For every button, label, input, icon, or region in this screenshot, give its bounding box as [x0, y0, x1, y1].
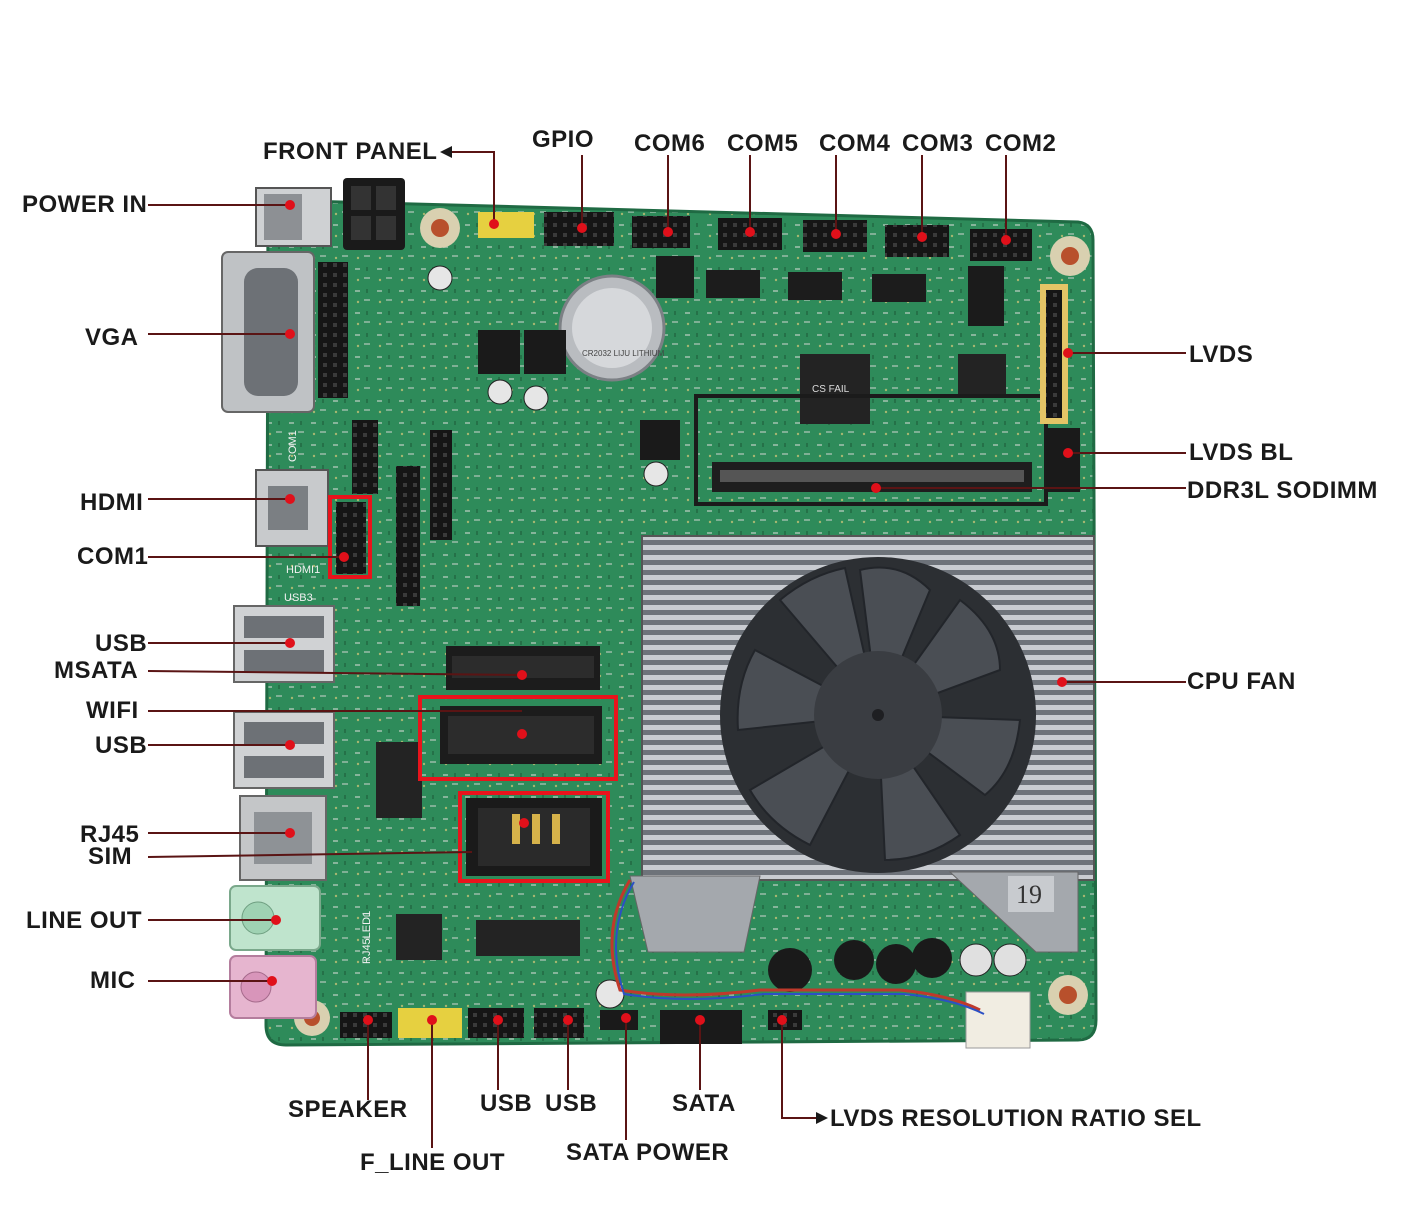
chip-marking: CS FAIL — [812, 384, 850, 395]
heatsink-number-marking: 19 — [1016, 880, 1042, 909]
label-com6: COM6 — [634, 130, 706, 157]
label-speaker: SPEAKER — [288, 1096, 408, 1123]
front-panel-arrowhead — [440, 146, 452, 158]
label-rj45: RJ45 — [80, 821, 140, 848]
label-sim: SIM — [88, 843, 133, 870]
label-mic: MIC — [90, 967, 136, 994]
label-cpu-fan: CPU FAN — [1187, 668, 1296, 695]
label-gpio: GPIO — [532, 126, 595, 153]
label-power-in: POWER IN — [22, 191, 148, 218]
io-chips — [376, 270, 1006, 960]
usb-silkscreen: USB3 — [284, 592, 313, 604]
msata-slot — [446, 646, 600, 690]
rj45-port — [239, 795, 327, 881]
label-lvds-bl: LVDS BL — [1189, 439, 1294, 466]
sim-slot — [466, 798, 602, 876]
power-jack — [255, 178, 405, 250]
left-headers — [336, 420, 452, 606]
hdmi-silkscreen: HDMI1 — [286, 564, 320, 576]
vga-port — [221, 251, 348, 413]
label-usb-bottom-2: USB — [545, 1090, 598, 1117]
label-vga: VGA — [85, 324, 139, 351]
label-com1: COM1 — [77, 543, 149, 570]
label-sata-power: SATA POWER — [566, 1139, 730, 1166]
label-f-line-out: F_LINE OUT — [360, 1149, 506, 1176]
label-com3: COM3 — [902, 130, 974, 157]
lvds-sel-arrowhead — [816, 1112, 828, 1124]
capacitors — [427, 265, 1027, 1009]
rj45-silkscreen: RJ45LED1 — [361, 911, 373, 964]
label-com4: COM4 — [819, 130, 891, 157]
label-sata: SATA — [672, 1090, 736, 1117]
label-lvds-resolution-ratio-sel: LVDS RESOLUTION RATIO SEL — [830, 1105, 1202, 1132]
usb-lower-stack — [233, 711, 335, 789]
bottom-headers — [340, 991, 1031, 1049]
marker-dots — [267, 200, 1073, 1025]
fan-cable — [610, 879, 981, 1012]
label-lvds: LVDS — [1189, 341, 1254, 368]
leader-lines — [147, 151, 1186, 1148]
com1-silkscreen: COM1 — [287, 430, 299, 462]
com1-highlight-box — [328, 495, 372, 579]
battery-marking: CR2032 LIJU LITHIUM — [582, 349, 665, 358]
label-ddr3l-sodimm: DDR3L SODIMM — [1187, 477, 1378, 504]
label-wifi: WIFI — [86, 697, 139, 724]
hdmi-port — [255, 469, 329, 547]
label-msata: MSATA — [54, 657, 139, 684]
label-line-out: LINE OUT — [26, 907, 142, 934]
cmos-battery — [558, 274, 666, 382]
wifi-highlight-box — [418, 695, 618, 781]
cpu-fan — [720, 557, 1036, 873]
label-usb-bottom-1: USB — [480, 1090, 533, 1117]
highlight-boxes — [328, 495, 618, 883]
label-usb-upper: USB — [95, 630, 148, 657]
label-com2: COM2 — [985, 130, 1057, 157]
label-front-panel: FRONT PANEL — [263, 138, 438, 165]
label-usb-lower: USB — [95, 732, 148, 759]
sim-highlight-box — [458, 791, 610, 883]
label-com5: COM5 — [727, 130, 799, 157]
label-hdmi: HDMI — [80, 489, 144, 516]
wifi-slot — [440, 706, 602, 764]
